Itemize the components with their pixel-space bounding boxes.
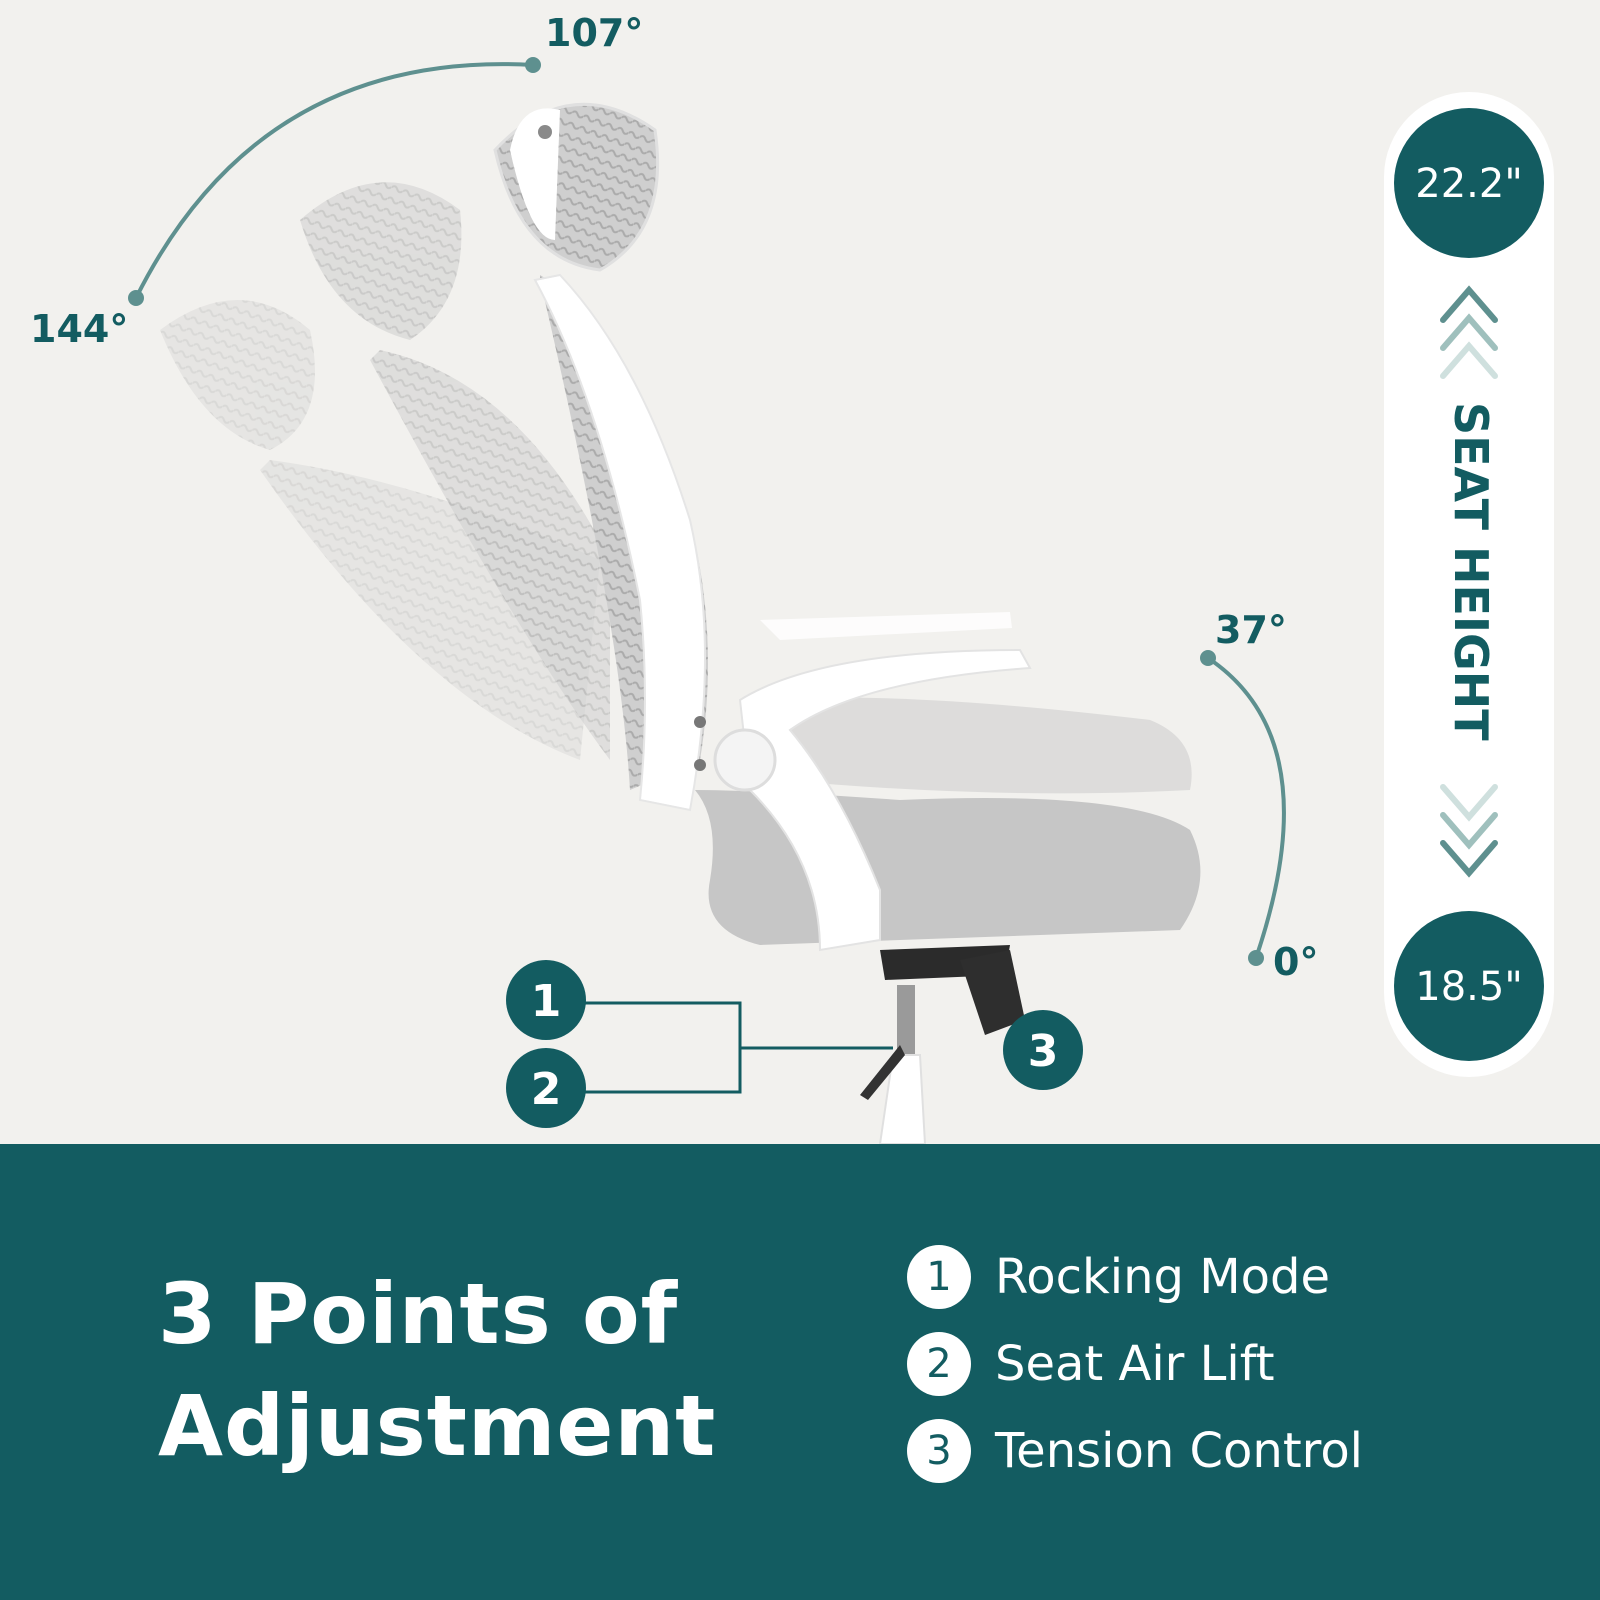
callout-2-badge <box>506 1048 586 1128</box>
adjustment-legend: 1 Rocking Mode 2 Seat Air Lift 3 Tension… <box>907 1244 1567 1505</box>
seat-height-label: SEAT HEIGHT <box>1444 402 1498 741</box>
recline-angle-lower-label: 0° <box>1273 940 1318 984</box>
seat-height-max-value: 22.2" <box>1415 161 1522 207</box>
legend-item-seat-air-lift: 2 Seat Air Lift <box>907 1331 1567 1397</box>
chair-ghost-position-mid <box>300 182 610 760</box>
headrest-angle-upper-label: 107° <box>545 11 643 55</box>
callout-2-number: 2 <box>531 1064 562 1115</box>
recline-angle-dot-upper <box>1200 650 1216 666</box>
headline-line-2: Adjustment <box>158 1377 717 1475</box>
legend-item-rocking-mode: 1 Rocking Mode <box>907 1244 1567 1310</box>
chair-main <box>493 102 1201 1144</box>
legend-label: Seat Air Lift <box>995 1336 1275 1392</box>
chevron-up-icon <box>1440 285 1498 379</box>
callout-3-badge <box>1003 1010 1083 1090</box>
seat-height-panel <box>1384 92 1554 1077</box>
headrest-angle-dot-lower <box>128 290 144 306</box>
legend-number-3: 3 <box>907 1419 971 1483</box>
recline-angle-arc <box>1206 656 1286 959</box>
headrest-angle-lower-label: 144° <box>30 307 128 351</box>
callout-connector <box>585 1001 893 1094</box>
headrest-angle-dot-upper <box>525 57 541 73</box>
seat-height-min-badge <box>1394 911 1544 1061</box>
chevron-down-icon <box>1440 784 1498 878</box>
legend-number-1: 1 <box>907 1245 971 1309</box>
callout-1-badge <box>506 960 586 1040</box>
legend-label: Tension Control <box>995 1423 1364 1479</box>
headline: 3 Points of Adjustment <box>158 1258 716 1482</box>
headline-line-1: 3 Points of <box>158 1265 679 1363</box>
chair-adjustment-illustration: 107° 144° 37° 0° 22.2" 18.5" SEAT HEIGHT… <box>30 11 1554 1144</box>
adjustment-summary-panel <box>0 1144 1600 1600</box>
legend-item-tension-control: 3 Tension Control <box>907 1418 1567 1484</box>
seat-height-max-badge <box>1394 108 1544 258</box>
recline-angle-dot-lower <box>1248 950 1264 966</box>
callout-3-number: 3 <box>1028 1026 1059 1077</box>
headrest-angle-arc <box>134 62 534 299</box>
legend-label: Rocking Mode <box>995 1249 1331 1305</box>
callout-1-number: 1 <box>531 976 562 1027</box>
seat-height-min-value: 18.5" <box>1415 964 1522 1010</box>
legend-number-2: 2 <box>907 1332 971 1396</box>
recline-angle-upper-label: 37° <box>1215 608 1287 652</box>
